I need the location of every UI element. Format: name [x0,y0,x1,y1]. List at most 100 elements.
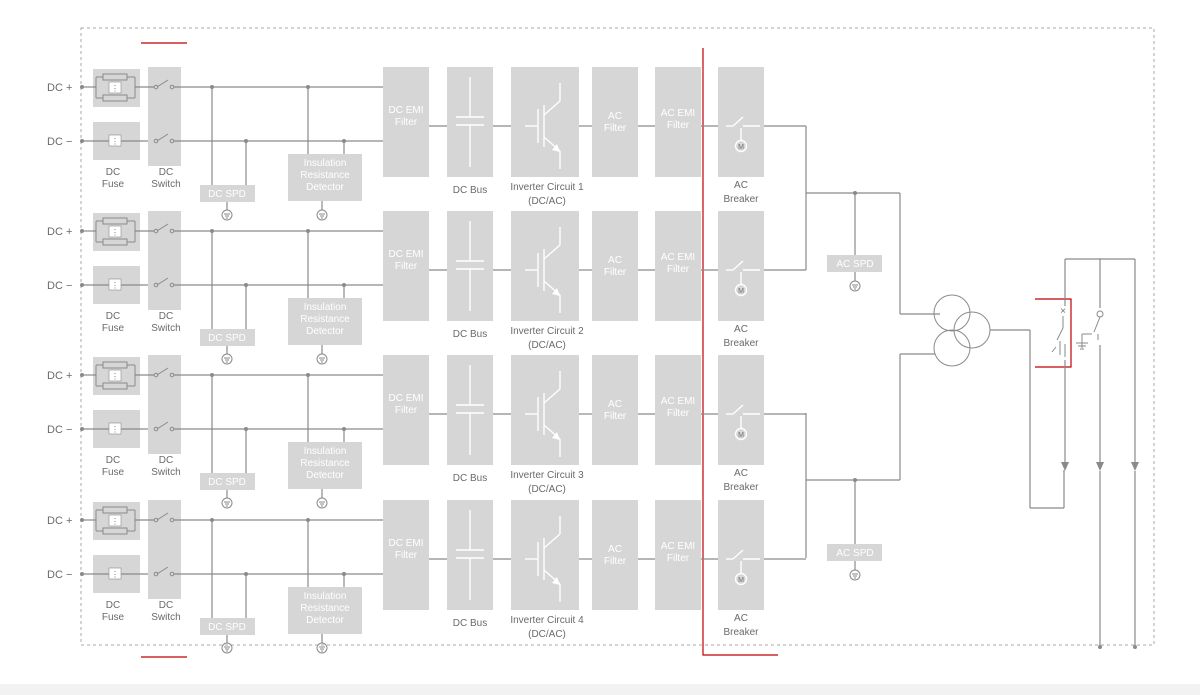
ac-filter-label-line: Filter [604,123,627,134]
insulation-detector-label-line: Insulation [304,302,347,313]
insulation-detector-label-line: Resistance [300,603,350,614]
fuse-dots: ⋮ [111,570,119,579]
switch-icon [153,566,175,577]
dc-emi-filter-label-line: Filter [395,117,418,128]
dc-emi-filter-label-line: DC EMI [389,105,424,116]
breaker-icon: M [726,116,760,153]
dc-switch-label-line: Switch [151,612,180,623]
insulation-detector-label-line: Detector [306,615,344,626]
inverter-circuit-label: Inverter Circuit 4(DC/AC) [510,615,584,640]
ground-icon [849,569,861,581]
fuse-dots: ⋮ [111,228,119,237]
ac-filter-label-line: AC [608,399,622,410]
dc-emi-filter-block [383,67,429,177]
inverter-circuit-label: Inverter Circuit 3(DC/AC) [510,470,584,495]
dc-switch-label-line: DC [159,600,173,611]
ac-filter-label-line: Filter [604,267,627,278]
ac-emi-filter-label-line: Filter [667,120,690,131]
fuse-dots: ⋮ [111,425,119,434]
ground-icon [849,280,861,292]
switch-icon [153,79,175,90]
fuse-icon [108,369,122,382]
igbt-collector [543,388,561,404]
dc-spd-label: DC SPD [208,189,246,200]
ac-filter-block [592,211,638,321]
breaker-blade [732,549,744,560]
insulation-detector-label-line: Insulation [304,158,347,169]
ac-spd-block-upper [827,255,882,272]
fuse-dots: ⋮ [111,517,119,526]
ground-icon [221,642,233,654]
fuse-dots: ⋮ [111,84,119,93]
insulation-detector-block [288,587,362,634]
insulation-detector-label-line: Resistance [300,458,350,469]
ac-breaker-label-line: Breaker [723,338,759,349]
insulation-detector-block [288,154,362,201]
dc-switch-block [148,500,181,599]
igbt-icon [525,83,561,169]
switch-icon [153,277,175,288]
dc-fuse-label-line: DC [106,167,120,178]
switch-blade [1093,316,1101,333]
ac-filter-label-line: AC [608,544,622,555]
switch-icon [153,512,175,523]
dc-plus-label: DC + [47,82,72,94]
capacitor-icon [456,510,484,600]
insulation-detector-label-line: Resistance [300,170,350,181]
switch-icon [153,421,175,432]
igbt-arrow [552,144,560,152]
dc-switch-block [148,67,181,166]
fuse-dots: ⋮ [111,137,119,146]
capacitor-icon [456,365,484,455]
ac-breaker-block [718,67,764,177]
ac-emi-filter-label-line: Filter [667,264,690,275]
igbt-icon [525,371,561,457]
ground-icon [316,497,328,509]
dc-minus-label: DC − [47,424,72,436]
ac-emi-filter-block [655,211,701,321]
dc-spd-block [200,329,255,346]
ac-filter-label-line: AC [608,255,622,266]
dc-fuse-label-line: DC [106,600,120,611]
dc-fuse-label-line: Fuse [102,467,125,478]
ac-filter-label-line: Filter [604,556,627,567]
arrow-down-icon [1131,462,1139,471]
motor-operator-icon [734,572,748,586]
ac-breaker-block [718,500,764,610]
dc-switch-block [148,211,181,310]
capacitor-icon [456,77,484,167]
ac-emi-filter-block [655,355,701,465]
enclosure-border [80,27,1155,646]
dc-plus-label: DC + [47,226,72,238]
ac-breaker-label-line: Breaker [723,194,759,205]
breaker-icon: M [726,549,760,586]
dc-switch-label-line: Switch [151,179,180,190]
ac-breaker-block [718,355,764,465]
igbt-arrow [552,432,560,440]
dc-emi-filter-label-line: Filter [395,405,418,416]
insulation-detector-label-line: Resistance [300,314,350,325]
transformer-icon [933,294,991,367]
switch-x-mark: × [1060,306,1066,317]
dc-bus-label: DC Bus [453,185,487,196]
dc-emi-filter-label-line: DC EMI [389,249,424,260]
switch-blade [1051,346,1057,353]
dc-emi-filter-block [383,500,429,610]
dc-fuse-label-line: DC [106,455,120,466]
dc-spd-label: DC SPD [208,622,246,633]
ac-breaker-label-line: Breaker [723,627,759,638]
arrow-down-icon [1061,462,1069,471]
ac-emi-filter-block [655,67,701,177]
